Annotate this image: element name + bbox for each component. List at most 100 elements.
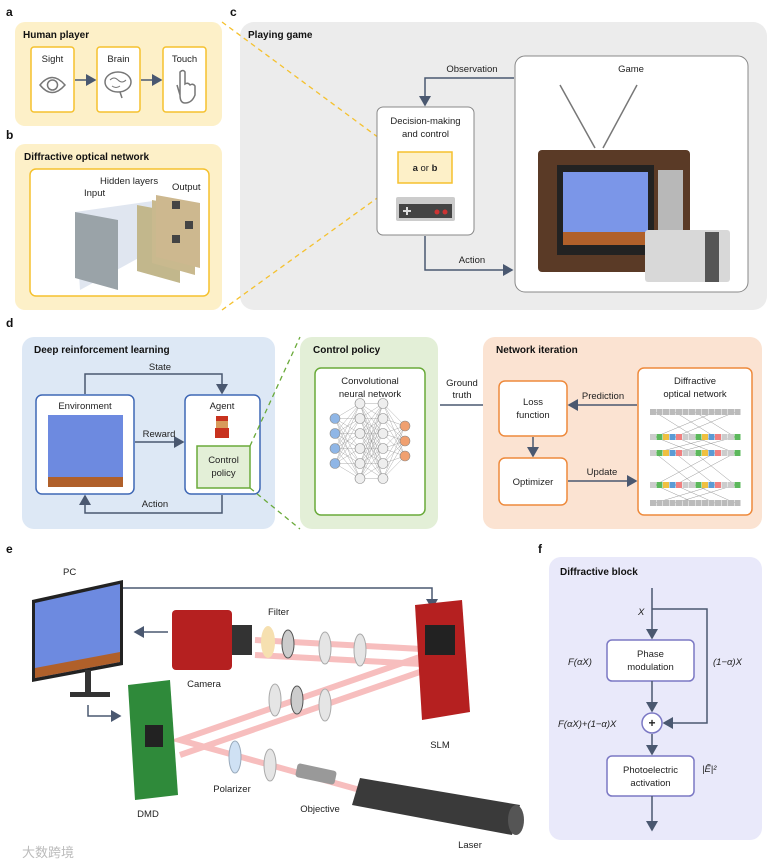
sight-box: Sight bbox=[30, 46, 75, 113]
camera-label: Camera bbox=[187, 679, 222, 690]
panel-b: b Diffractive optical network Input Hidd… bbox=[6, 128, 222, 310]
diffractive-unit bbox=[663, 409, 669, 415]
diffractive-unit bbox=[663, 434, 669, 440]
diffractive-unit bbox=[708, 482, 715, 488]
filter-label: Filter bbox=[268, 607, 289, 618]
game-screen bbox=[48, 415, 123, 487]
x-label: X bbox=[637, 607, 645, 618]
diffractive-unit bbox=[656, 450, 663, 456]
neural-network-diagram bbox=[329, 398, 411, 484]
box-label: Sight bbox=[42, 54, 64, 65]
diffractive-unit bbox=[669, 500, 676, 506]
choice-label: a or b bbox=[413, 163, 438, 174]
neuron bbox=[377, 398, 389, 409]
laser-label: Laser bbox=[458, 840, 482, 851]
diffractive-unit bbox=[689, 409, 695, 415]
panel-label: e bbox=[6, 542, 13, 556]
decision-label: Decision-making bbox=[390, 116, 460, 127]
diffractive-unit bbox=[734, 450, 741, 456]
diffractive-unit bbox=[695, 450, 702, 456]
panel-title: Deep reinforcement learning bbox=[34, 345, 170, 356]
loss-function-box bbox=[498, 380, 568, 437]
diffractive-unit bbox=[650, 409, 656, 415]
cnn-label: Convolutional bbox=[341, 376, 399, 387]
box-label: Touch bbox=[172, 54, 197, 65]
diffractive-unit bbox=[682, 500, 689, 506]
diffractive-unit bbox=[721, 482, 728, 488]
neuron bbox=[354, 458, 366, 469]
diffractive-unit bbox=[721, 409, 728, 415]
diffractive-unit bbox=[715, 500, 721, 506]
diffractive-unit bbox=[676, 482, 682, 488]
gamepad-icon bbox=[396, 197, 455, 221]
control-policy-label: Control bbox=[208, 455, 239, 466]
filter-illustration bbox=[261, 626, 275, 658]
cnn-label: neural network bbox=[339, 389, 402, 400]
diffractive-unit bbox=[721, 450, 728, 456]
dmd-illustration bbox=[128, 680, 178, 800]
polarizer-illustration bbox=[228, 740, 242, 774]
diffractive-unit bbox=[695, 500, 702, 506]
panel-title: Diffractive optical network bbox=[24, 152, 149, 163]
decision-label: and control bbox=[402, 129, 449, 140]
diffractive-unit bbox=[695, 434, 702, 440]
diffractive-unit bbox=[734, 500, 741, 506]
sum-node bbox=[641, 712, 663, 734]
activation-fn-label: |Ẽ|² bbox=[702, 764, 717, 775]
panel-title: Diffractive block bbox=[560, 567, 638, 578]
eye-icon bbox=[39, 76, 66, 94]
panel-title: Playing game bbox=[248, 30, 313, 41]
diffractive-unit bbox=[715, 434, 721, 440]
phase-label: modulation bbox=[627, 662, 673, 673]
diffractive-unit bbox=[734, 409, 741, 415]
detector bbox=[185, 221, 193, 229]
observation-arrow bbox=[419, 77, 514, 107]
neuron bbox=[377, 443, 389, 454]
neuron bbox=[354, 398, 366, 409]
diffractive-unit bbox=[682, 450, 689, 456]
diffractive-unit bbox=[702, 409, 708, 415]
action-label: Action bbox=[142, 499, 168, 510]
panel-title: Control policy bbox=[313, 345, 381, 356]
neuron bbox=[377, 458, 389, 469]
neuron bbox=[329, 428, 341, 439]
slm-illustration bbox=[415, 600, 470, 720]
touch-box: Touch bbox=[162, 46, 207, 113]
don-label: optical network bbox=[663, 389, 727, 400]
photo-label: activation bbox=[630, 778, 670, 789]
diffractive-unit bbox=[676, 434, 682, 440]
objective-illustration bbox=[295, 763, 337, 785]
neuron bbox=[329, 413, 341, 424]
diffractive-unit bbox=[669, 434, 676, 440]
dmd-label: DMD bbox=[137, 809, 159, 820]
optimizer-box bbox=[498, 457, 568, 506]
don-label: Diffractive bbox=[674, 376, 716, 387]
diffractive-unit bbox=[682, 482, 689, 488]
diffractive-unit bbox=[734, 482, 741, 488]
diffractive-unit bbox=[676, 409, 682, 415]
input-label: Input bbox=[84, 188, 105, 199]
lens bbox=[281, 629, 295, 659]
diffractive-unit bbox=[702, 500, 708, 506]
cnn-box bbox=[314, 367, 426, 516]
lens bbox=[318, 631, 332, 665]
lens bbox=[268, 683, 282, 717]
watermark-logo: 大数跨境 bbox=[22, 845, 74, 860]
diffractive-unit bbox=[669, 482, 676, 488]
diffractive-unit bbox=[728, 409, 734, 415]
panel-title: Human player bbox=[23, 30, 89, 41]
neuron bbox=[354, 413, 366, 424]
prediction-label: Prediction bbox=[582, 391, 624, 402]
laser-illustration bbox=[352, 778, 524, 835]
state-label: State bbox=[149, 362, 171, 373]
diffractive-unit bbox=[650, 482, 656, 488]
panel-label: c bbox=[230, 5, 237, 19]
panel-e: e PC Camera Filter SLM DMD Polarizer bbox=[6, 542, 524, 851]
diffractive-unit bbox=[708, 450, 715, 456]
diffractive-network-box bbox=[637, 367, 753, 516]
diffractive-unit bbox=[663, 482, 669, 488]
diffractive-unit bbox=[715, 450, 721, 456]
reward-label: Reward bbox=[143, 429, 176, 440]
control-policy-box bbox=[196, 445, 251, 489]
lens bbox=[353, 633, 367, 667]
